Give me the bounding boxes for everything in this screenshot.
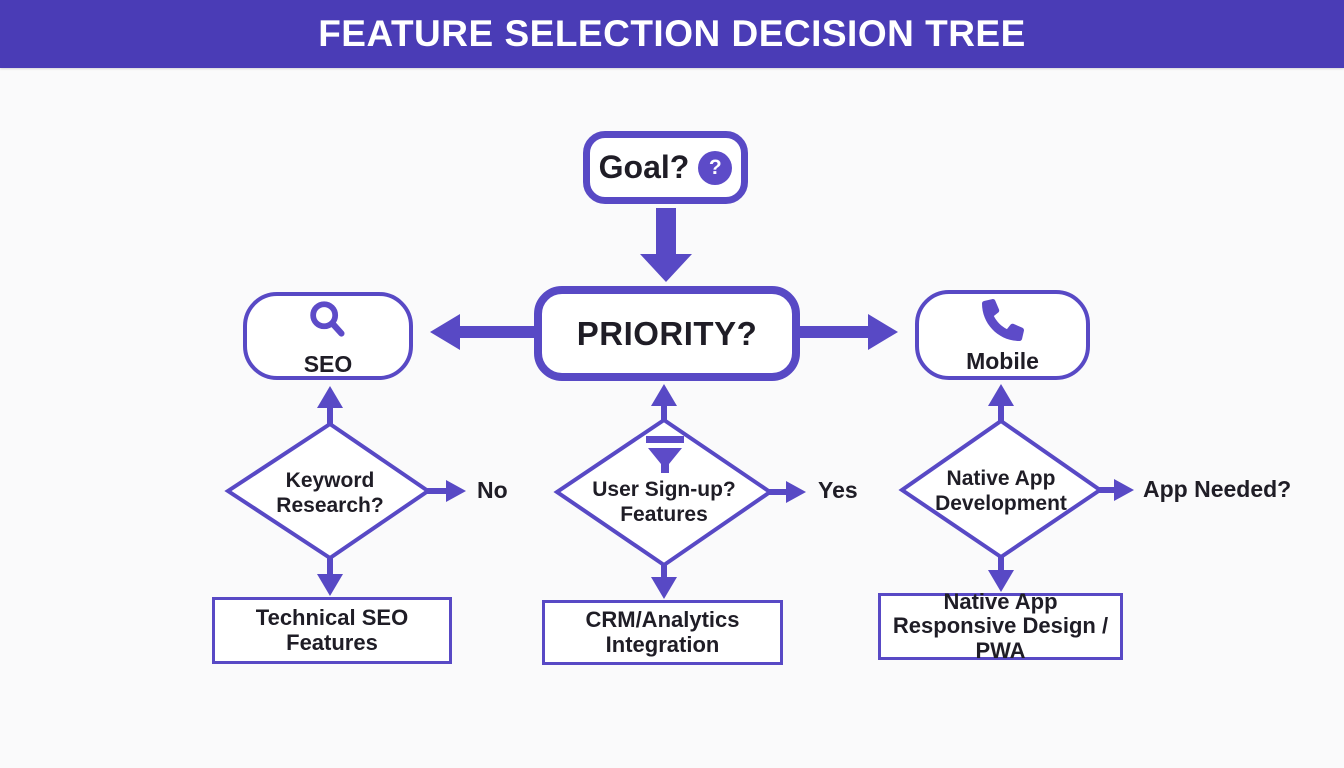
result-native-responsive: Native App Responsive Design / PWA bbox=[878, 589, 1123, 663]
mobile-label: Mobile bbox=[966, 348, 1039, 374]
arrow-keyword-to-seo bbox=[317, 386, 343, 426]
header-bar: FEATURE SELECTION DECISION TREE bbox=[0, 0, 1344, 68]
phone-icon bbox=[981, 298, 1024, 346]
arrow-priority-to-seo bbox=[430, 314, 534, 350]
priority-label: PRIORITY? bbox=[576, 314, 758, 352]
native-app-label: Native App Development bbox=[935, 467, 1067, 516]
magnifier-icon bbox=[305, 298, 351, 349]
funnel-icon bbox=[645, 436, 685, 474]
arrow-signup-to-priority bbox=[651, 384, 677, 422]
goal-node: Goal? ? bbox=[583, 131, 748, 204]
keyword-research-label: Keyword Research? bbox=[276, 469, 384, 518]
arrow-native-to-mobile bbox=[988, 384, 1014, 423]
arrow-priority-to-mobile bbox=[800, 314, 898, 350]
arrow-signup-yes bbox=[768, 481, 806, 503]
branch-label-no: No bbox=[477, 477, 508, 503]
arrow-keyword-to-result bbox=[317, 556, 343, 596]
arrow-native-to-result bbox=[988, 555, 1014, 592]
technical-seo-label: Technical SEO Features bbox=[255, 605, 409, 655]
priority-node: PRIORITY? bbox=[534, 286, 800, 381]
result-technical-seo: Technical SEO Features bbox=[212, 597, 452, 664]
arrow-native-app-needed bbox=[1098, 479, 1134, 501]
user-signup-label: User Sign-up? Features bbox=[592, 478, 736, 527]
crm-analytics-label: CRM/Analytics Integration bbox=[585, 607, 740, 657]
native-responsive-label: Native App Responsive Design / PWA bbox=[892, 589, 1109, 663]
seo-label: SEO bbox=[303, 351, 353, 377]
seo-node: SEO bbox=[243, 292, 413, 380]
arrow-goal-to-priority bbox=[640, 208, 692, 282]
page-title: FEATURE SELECTION DECISION TREE bbox=[318, 13, 1026, 54]
mobile-node: Mobile bbox=[915, 290, 1090, 380]
branch-label-yes: Yes bbox=[818, 477, 858, 503]
branch-label-app-needed: App Needed? bbox=[1143, 476, 1292, 502]
question-circle-icon: ? bbox=[698, 150, 733, 185]
goal-label: Goal? bbox=[598, 149, 690, 185]
arrow-signup-to-result bbox=[651, 563, 677, 599]
result-crm-analytics: CRM/Analytics Integration bbox=[542, 600, 783, 665]
arrow-keyword-no bbox=[426, 480, 466, 502]
